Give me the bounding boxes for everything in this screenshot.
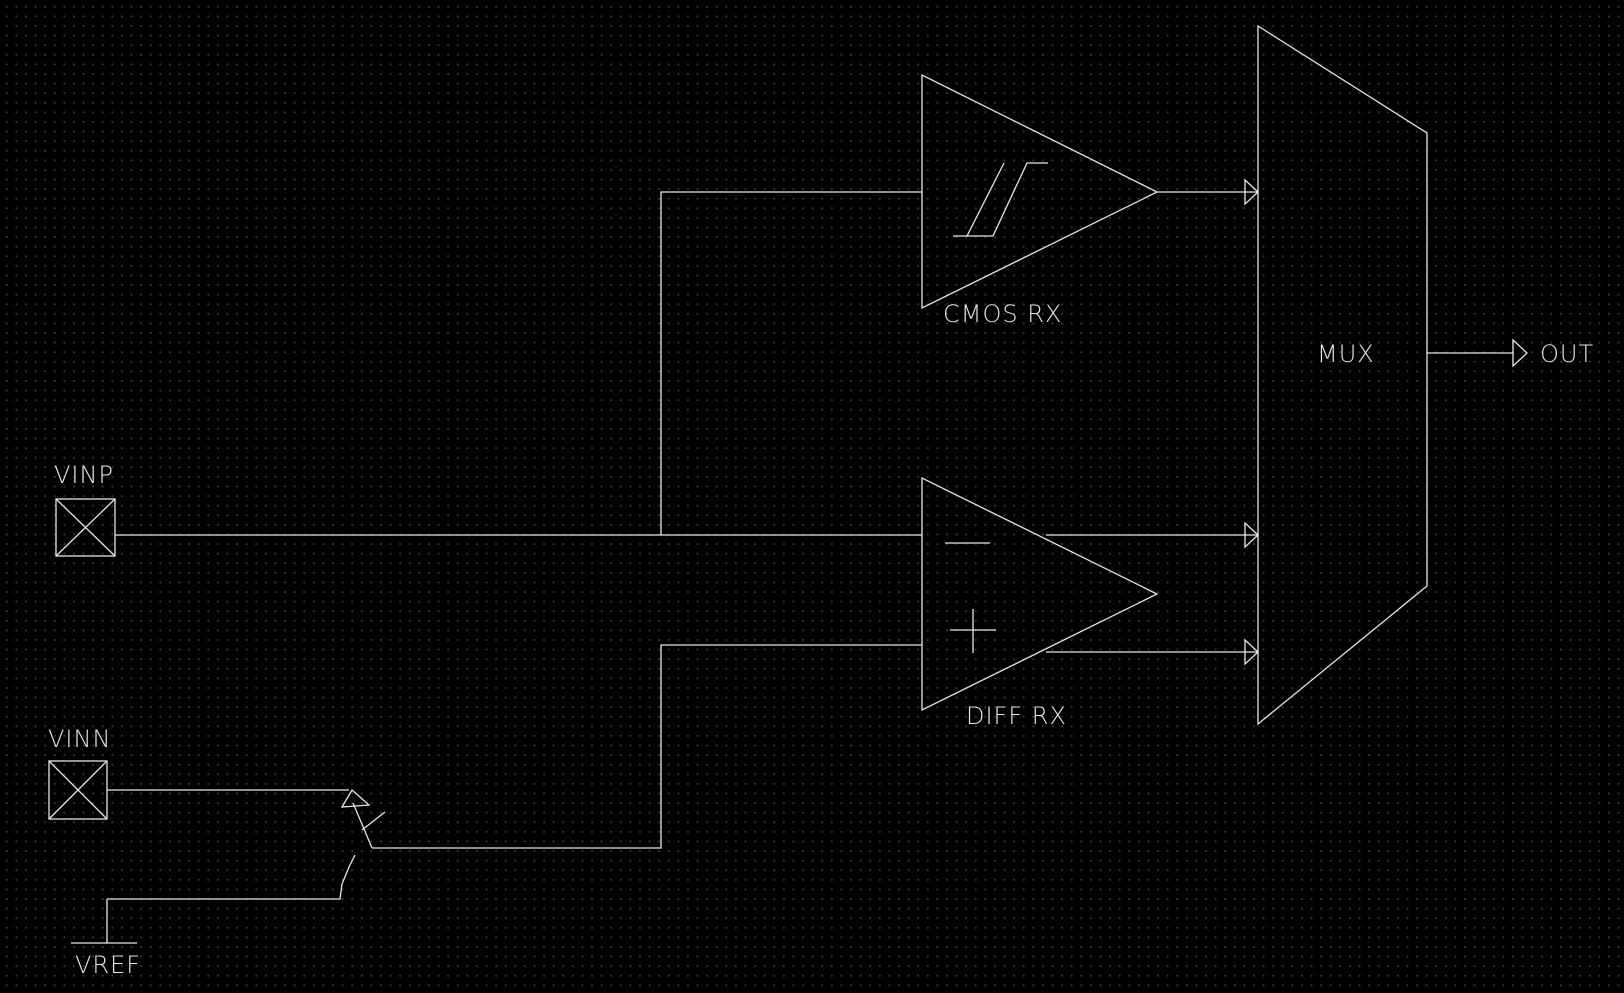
hysteresis-icon [953,162,1048,237]
pad-cross-box-icon [55,498,116,557]
diff-rx-triangle [921,476,1159,712]
signal-arrow-icon [1244,521,1259,549]
wire-diff-plus[interactable] [372,644,922,849]
mux-block[interactable] [1257,24,1428,726]
mux-label: MUX [1317,340,1375,368]
diff-rx-label: DIFF RX [966,702,1067,730]
diff-rx-comparator[interactable] [921,476,1159,712]
vinp-label: VINP [54,461,114,489]
vref-label: VREF [75,951,141,979]
cmos-rx-buffer[interactable] [921,73,1159,310]
cmos-rx-label: CMOS RX [943,300,1062,328]
wire-vref[interactable] [107,854,356,900]
vinp-pad[interactable] [55,498,116,557]
cmos-rx-triangle [921,73,1159,310]
vinn-label: VINN [48,725,111,753]
out-label: OUT [1540,340,1594,368]
vref-symbol[interactable] [71,899,137,944]
mux-trapezoid [1257,24,1428,726]
signal-arrow-icon [1512,338,1528,368]
vinn-pad[interactable] [48,760,108,820]
selector-switch[interactable] [340,788,386,849]
signal-arrows [1244,178,1528,666]
signal-arrow-icon [1244,638,1259,666]
signal-arrow-icon [1244,178,1259,206]
selector-switch-icon [340,788,371,808]
wires [107,191,1513,900]
wire-cmos-input[interactable] [660,191,922,535]
